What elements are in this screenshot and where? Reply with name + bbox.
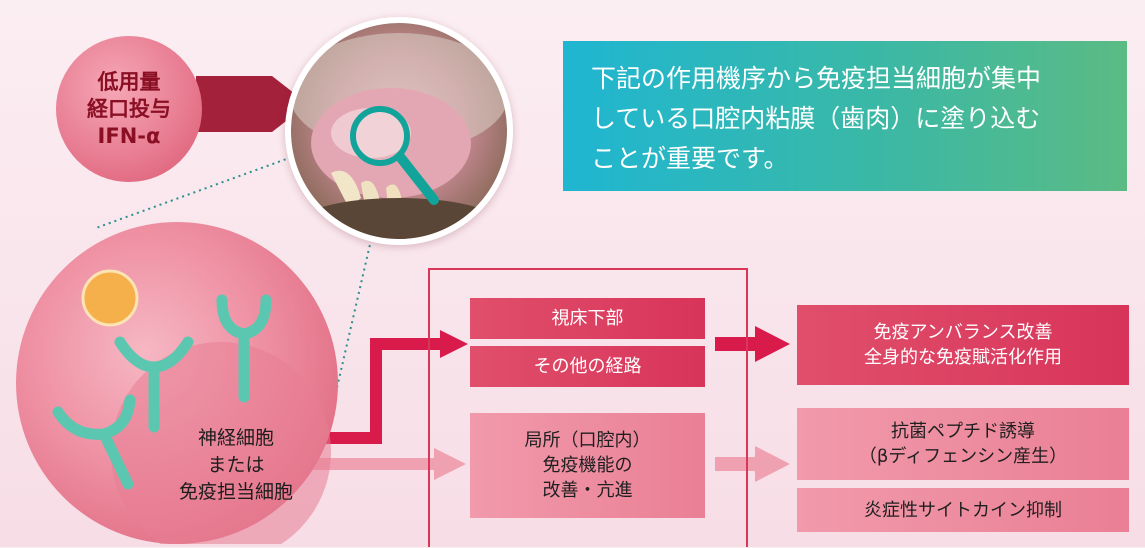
magnifier-icon	[350, 106, 439, 205]
receptor-icon	[216, 294, 272, 403]
dose-line-1: 低用量	[97, 69, 161, 94]
inner-cell-shape	[111, 342, 331, 548]
oral-photo	[285, 17, 513, 245]
cytokine-label: 炎症性サイトカイン抑制	[864, 499, 1062, 521]
other-pathway-label: その他の経路	[533, 356, 642, 377]
other-pathway-box: その他の経路	[470, 346, 705, 387]
dose-line-3: IFN-α	[97, 123, 161, 148]
pathway-frame	[428, 268, 748, 547]
note-line-1: 下記の作用機序から免疫担当細胞が集中	[591, 64, 1042, 93]
receptor-icon	[114, 336, 194, 433]
molecule-icon	[81, 269, 139, 327]
cell-line-2: または	[207, 454, 265, 476]
receptor-icon	[52, 394, 136, 490]
upper-elbow-arrow	[294, 338, 444, 444]
local-line-3: 改善・亢進	[542, 480, 633, 501]
upper-right-arrow-head	[755, 326, 790, 362]
cell-line-1: 神経細胞	[197, 427, 274, 449]
receptor-illustration	[52, 269, 331, 548]
local-line-1: 局所（口腔内）	[524, 430, 651, 451]
cell-line-3: 免疫担当細胞	[178, 481, 293, 503]
dose-arrow	[196, 76, 308, 132]
local-immunity-box: 局所（口腔内） 免疫機能の 改善・亢進	[470, 413, 705, 518]
cell-circle	[16, 222, 338, 548]
lower-right-arrow-head	[755, 446, 790, 482]
cell-label: 神経細胞 または 免疫担当細胞	[158, 425, 314, 506]
hypothalamus-box: 視床下部	[470, 298, 705, 339]
dotted-connector	[95, 144, 326, 229]
systemic-effect-box: 免疫アンバランス改善 全身的な免疫賦活化作用	[797, 305, 1129, 385]
peptide-line-1: 抗菌ペプチド誘導	[891, 421, 1035, 442]
cytokine-box: 炎症性サイトカイン抑制	[797, 488, 1129, 532]
peptide-box: 抗菌ペプチド誘導 （βディフェンシン産生）	[797, 408, 1129, 480]
peptide-line-2: （βディフェンシン産生）	[858, 446, 1068, 467]
systemic-line-1: 免疫アンバランス改善	[873, 322, 1053, 343]
note-line-2: している口腔内粘膜（歯肉）に塗り込む	[591, 104, 1041, 133]
mechanism-note: 下記の作用機序から免疫担当細胞が集中 している口腔内粘膜（歯肉）に塗り込む こと…	[563, 41, 1127, 191]
local-line-2: 免疫機能の	[542, 455, 633, 476]
systemic-line-2: 全身的な免疫賦活化作用	[864, 347, 1062, 368]
upper-arrow-head	[440, 330, 468, 358]
lower-arrow-head	[434, 448, 466, 480]
dose-line-2: 経口投与	[87, 96, 171, 121]
dose-circle: 低用量 経口投与 IFN-α	[56, 36, 202, 182]
hypothalamus-label: 視床下部	[551, 308, 624, 329]
note-line-3: ことが重要です。	[591, 144, 789, 173]
oral-photo-illustration	[291, 33, 507, 239]
